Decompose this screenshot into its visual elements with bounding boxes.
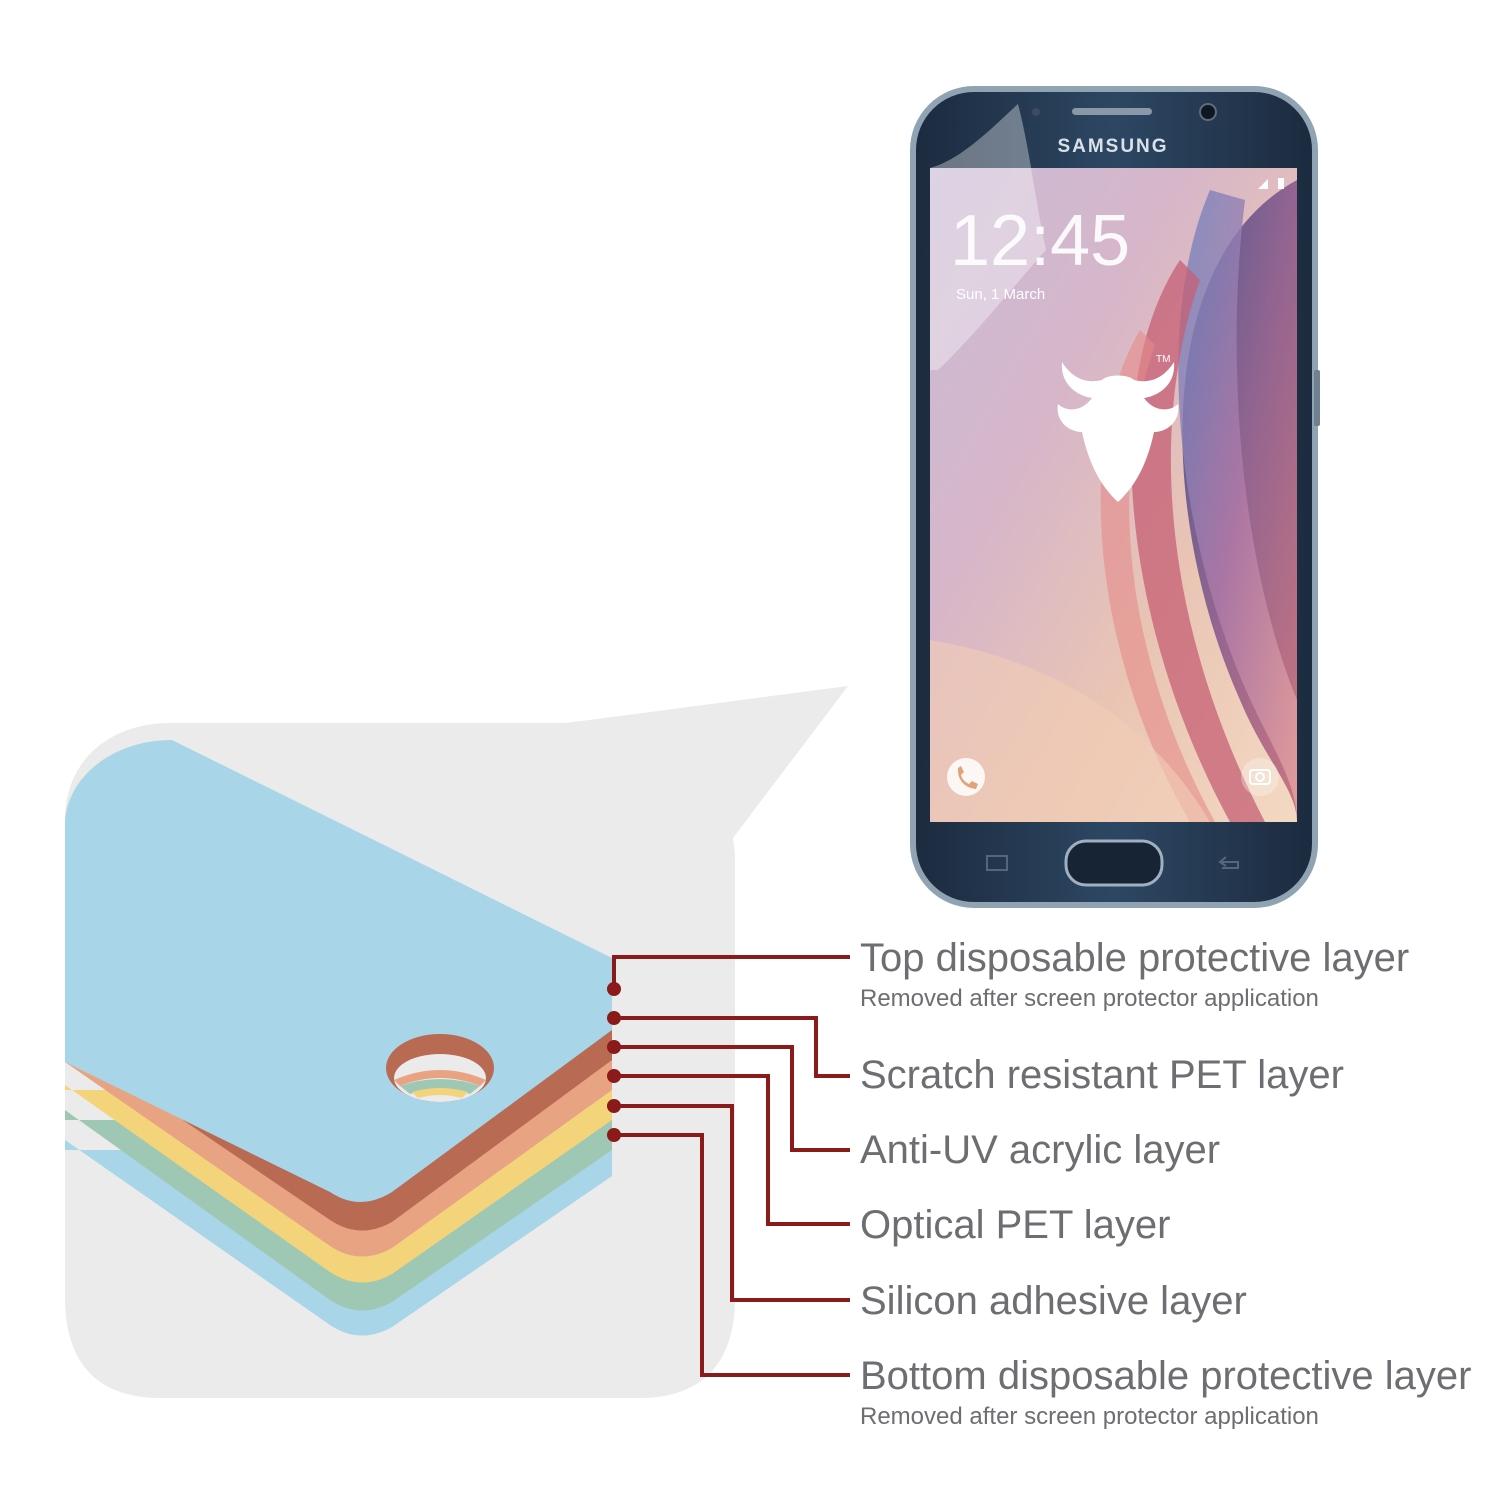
trademark-mark: TM [1156, 354, 1170, 365]
layer-label-bottom-protective: Bottom disposable protective layer Remov… [860, 1354, 1471, 1432]
layer-label-anti-uv: Anti-UV acrylic layer [860, 1128, 1220, 1172]
layer-title: Optical PET layer [860, 1203, 1171, 1247]
leader-dot [607, 1040, 621, 1054]
camera-cutout-hole [386, 1034, 494, 1102]
layer-subtitle: Removed after screen protector applicati… [860, 984, 1409, 1014]
lock-screen-date: Sun, 1 March [956, 286, 1045, 303]
leader-dot [607, 1069, 621, 1083]
battery-icon [1278, 178, 1284, 189]
leader-dot [607, 982, 621, 996]
camera-shortcut-icon [1241, 758, 1279, 796]
layer-label-optical-pet: Optical PET layer [860, 1203, 1171, 1247]
front-camera [1200, 104, 1216, 120]
layer-label-scratch-pet: Scratch resistant PET layer [860, 1053, 1344, 1097]
side-button [1314, 370, 1320, 426]
proximity-sensor [1032, 108, 1040, 116]
layer-title: Silicon adhesive layer [860, 1279, 1247, 1323]
layer-title: Anti-UV acrylic layer [860, 1128, 1220, 1172]
layer-subtitle: Removed after screen protector applicati… [860, 1402, 1471, 1432]
earpiece-speaker [1072, 108, 1152, 115]
home-button [1066, 841, 1162, 885]
leader-dot [607, 1128, 621, 1142]
brand-logo: SAMSUNG [1057, 136, 1168, 157]
layer-label-top-protective: Top disposable protective layer Removed … [860, 936, 1409, 1014]
layer-title: Scratch resistant PET layer [860, 1053, 1344, 1097]
phone-illustration: SAMSUNG 12:45 Sun, 1 March TM [910, 86, 1320, 908]
lock-screen-clock: 12:45 [950, 201, 1130, 281]
phone-shortcut-icon [947, 758, 985, 796]
leader-dot [607, 1099, 621, 1113]
layer-title: Top disposable protective layer [860, 936, 1409, 980]
layer-title: Bottom disposable protective layer [860, 1354, 1471, 1398]
leader-dot [607, 1011, 621, 1025]
layer-label-silicon-adhesive: Silicon adhesive layer [860, 1279, 1247, 1323]
